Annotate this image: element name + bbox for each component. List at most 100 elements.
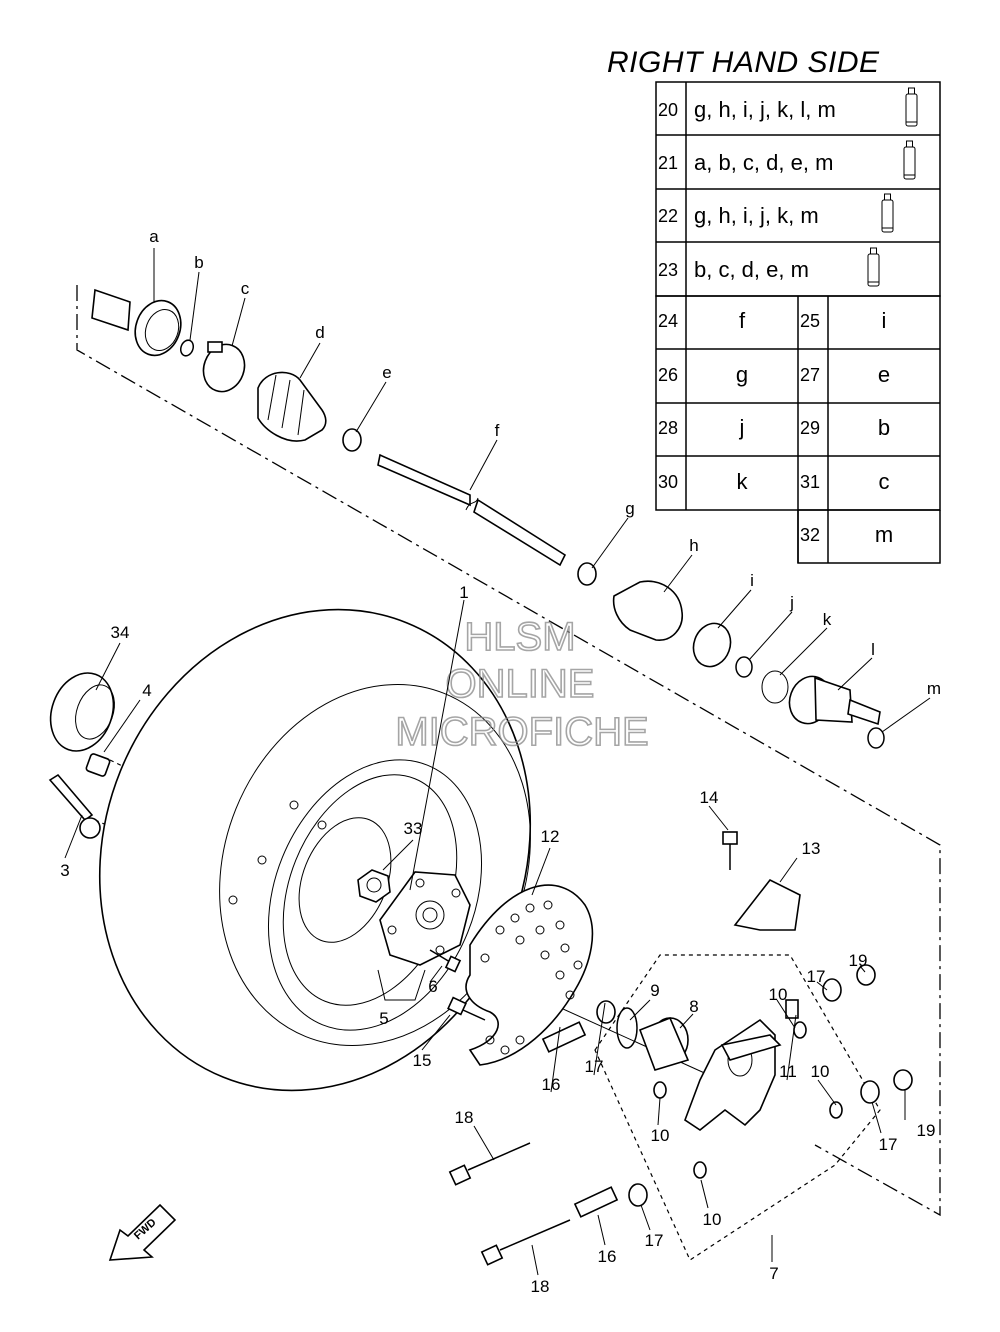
bearing-circlip <box>616 1007 638 1049</box>
snap-ring <box>735 656 753 678</box>
table-cell-part: e <box>878 362 890 387</box>
watermark-line: MICROFICHE <box>395 710 648 754</box>
knuckle-bracket <box>733 878 801 931</box>
callout-label: 16 <box>598 1247 617 1266</box>
callout-label: e <box>382 363 391 382</box>
callout-label: 10 <box>769 985 788 1004</box>
small-boot-band <box>342 428 362 452</box>
callout-label: g <box>625 499 634 518</box>
pivot-bolt <box>448 1142 571 1266</box>
watermark: HLSM ONLINE MICROFICHE <box>395 614 650 755</box>
o-ring <box>761 670 789 704</box>
table-cell-number: 27 <box>800 365 820 385</box>
cv-boot-inner <box>612 580 683 641</box>
callout-label: 15 <box>413 1051 432 1070</box>
callout-label: 14 <box>700 788 719 807</box>
bearing <box>638 1016 690 1071</box>
callout-label: 33 <box>404 819 423 838</box>
callout-label: 12 <box>541 827 560 846</box>
grease-tube-icon <box>903 140 916 180</box>
hub-nut <box>357 869 391 903</box>
wheel-cap <box>49 672 115 752</box>
table-cell-part: k <box>737 469 749 494</box>
callout-label: 17 <box>585 1057 604 1076</box>
outer-cv-joint <box>91 288 182 357</box>
callout-label: 5 <box>379 1009 388 1028</box>
grease-tube-icon <box>867 247 880 287</box>
table-cell-part: c <box>879 469 890 494</box>
table-cell-number: 32 <box>800 525 820 545</box>
forward-arrow-icon: FWD <box>108 1203 177 1261</box>
inner-cv-joint <box>788 675 881 726</box>
callout-labels: a b c d e f g h i j k l m 1 3 4 5 6 7 8 … <box>60 227 941 1296</box>
table-cell-number: 25 <box>800 311 820 331</box>
callout-label: 19 <box>917 1121 936 1140</box>
table-cell-number: 29 <box>800 418 820 438</box>
steering-knuckle <box>684 1018 782 1131</box>
table-cell-number: 28 <box>658 418 678 438</box>
grease-nipple <box>785 999 799 1019</box>
callout-label: 10 <box>651 1126 670 1145</box>
callout-label: j <box>789 593 794 612</box>
table-cell-number: 30 <box>658 472 678 492</box>
table-cell-part: m <box>875 522 893 547</box>
table-cell-part: j <box>739 415 745 440</box>
callout-label: a <box>149 227 159 246</box>
callout-label: 17 <box>807 967 826 986</box>
boot-band <box>202 341 246 393</box>
table-row-parts: a, b, c, d, e, m <box>694 150 833 175</box>
callout-label: 10 <box>703 1210 722 1229</box>
table-row-number: 20 <box>658 100 678 120</box>
valve-stem <box>48 773 101 839</box>
callout-label: k <box>823 610 832 629</box>
nut <box>856 964 913 1091</box>
callout-label: 6 <box>428 977 437 996</box>
table-cell-part: i <box>882 308 887 333</box>
table-cell-part: f <box>739 308 746 333</box>
table-cell-number: 24 <box>658 311 678 331</box>
callout-label: i <box>750 571 754 590</box>
boot-band-inner <box>692 622 732 668</box>
table-row-number: 23 <box>658 260 678 280</box>
drive-shaft <box>377 453 567 567</box>
callout-label: l <box>871 640 875 659</box>
callout-label: c <box>241 279 250 298</box>
table-row-parts: g, h, i, j, k, m <box>694 203 819 228</box>
callout-label: 13 <box>802 839 821 858</box>
callout-label: 17 <box>879 1135 898 1154</box>
wheel-hub <box>379 871 471 966</box>
callout-label: 16 <box>542 1075 561 1094</box>
callout-label: 4 <box>142 681 151 700</box>
bracket-bolt <box>722 831 738 870</box>
callout-label: 10 <box>811 1062 830 1081</box>
callout-label: 17 <box>645 1231 664 1250</box>
table-cell-part: b <box>878 415 890 440</box>
callout-label: 9 <box>650 981 659 1000</box>
parts-reference-table: 20 g, h, i, j, k, l, m 21 a, b, c, d, e,… <box>655 81 941 564</box>
disc-bolt <box>447 996 486 1021</box>
callout-label: 1 <box>459 583 468 602</box>
table-row-parts: g, h, i, j, k, l, m <box>694 97 836 122</box>
table-row-number: 22 <box>658 206 678 226</box>
callout-label: 18 <box>455 1108 474 1127</box>
callout-label: 18 <box>531 1277 550 1296</box>
brake-disc <box>465 884 594 1066</box>
callout-label: h <box>689 536 698 555</box>
table-row-parts: b, c, d, e, m <box>694 257 809 282</box>
callout-label: f <box>495 421 500 440</box>
grease-tube-icon <box>881 193 894 233</box>
callout-label: 8 <box>689 997 698 1016</box>
callout-label: 19 <box>849 951 868 970</box>
callout-label: b <box>194 253 203 272</box>
table-cell-number: 31 <box>800 472 820 492</box>
circlip <box>179 339 195 357</box>
callout-label: d <box>315 323 324 342</box>
table-row-number: 21 <box>658 153 678 173</box>
cv-boot-outer <box>257 371 327 442</box>
watermark-line: HLSM <box>464 615 575 659</box>
callout-label: 3 <box>60 861 69 880</box>
knuckle-assembly-outline <box>594 954 881 1261</box>
end-clip <box>867 727 885 749</box>
valve-cap <box>85 753 111 777</box>
